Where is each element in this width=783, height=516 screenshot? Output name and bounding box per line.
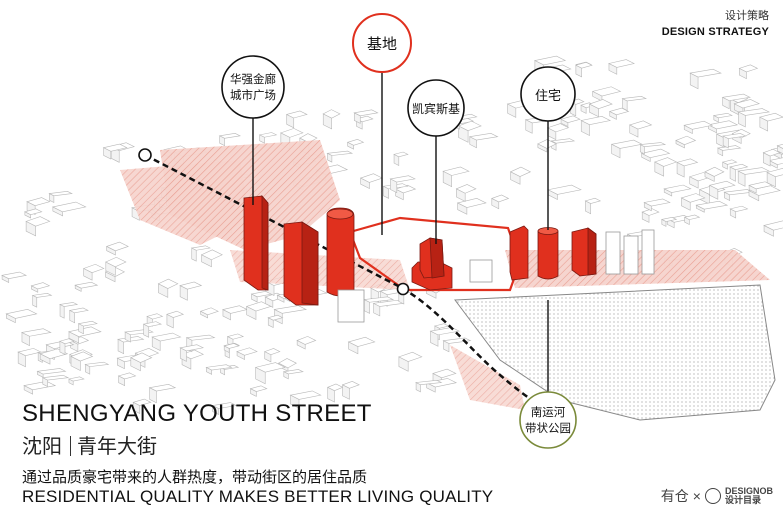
callout-kaibinsiji: 凯宾斯基 [408,80,464,136]
axis-mid-node [398,284,409,295]
city-block [79,321,97,326]
title-cn-street: 青年大街 [77,434,157,458]
residential-towers [510,226,596,280]
city-block [640,143,665,147]
city-block [327,151,352,155]
title-en: SHENGYANG YOUTH STREET [22,400,372,428]
city-block [724,189,752,194]
callout-kaibinsiji-label: 凯宾斯基 [412,101,460,116]
callout-canal-line2: 带状公园 [525,421,571,435]
subtitle-en: RESIDENTIAL QUALITY MAKES BETTER LIVING … [22,487,493,507]
title-divider [70,436,71,456]
city-block [192,246,210,250]
watermark-en: DESIGNOB 设计目录 [725,487,773,505]
callout-residential: 住宅 [521,67,575,121]
watermark-x: × [693,488,701,504]
title-cn: 沈阳青年大街 [22,430,157,459]
city-block [33,293,52,297]
city-block [49,191,72,196]
callout-canal-line1: 南运河 [531,405,566,419]
callout-residential-label: 住宅 [535,89,561,104]
city-block [738,168,769,175]
city-block [714,113,732,117]
callout-huaqiang-line2: 城市广场 [230,88,276,102]
city-block [220,133,240,138]
city-block [60,302,77,306]
callout-canal-park: 南运河 带状公园 [520,392,576,448]
designob-logo-icon [705,488,721,504]
city-block [43,375,68,380]
watermark-cn: 有仓 [661,486,689,506]
header-label-cn: 设计策略 [725,7,769,23]
header-label-en: DESIGN STRATEGY [662,26,769,38]
kaibinsiji-tower [412,238,452,290]
watermark-en-bottom: 设计目录 [725,495,761,505]
callout-huaqiang: 华强金廊 城市广场 [222,56,284,118]
callout-site-label: 基地 [367,35,397,53]
city-block [187,335,215,340]
city-block [354,110,377,116]
title-cn-city: 沈阳 [22,434,62,458]
callout-site: 基地 [353,14,411,72]
city-block [85,362,108,366]
callout-huaqiang-line1: 华强金廊 [230,72,276,86]
city-block [38,368,66,374]
city-block [470,133,498,140]
axis-start-node [139,149,151,161]
subtitle-cn: 通过品质豪宅带来的人群热度，带动街区的居住品质 [22,466,367,487]
city-block [718,146,741,151]
city-block [623,96,646,101]
watermark: 有仓 × DESIGNOB 设计目录 [661,486,773,506]
